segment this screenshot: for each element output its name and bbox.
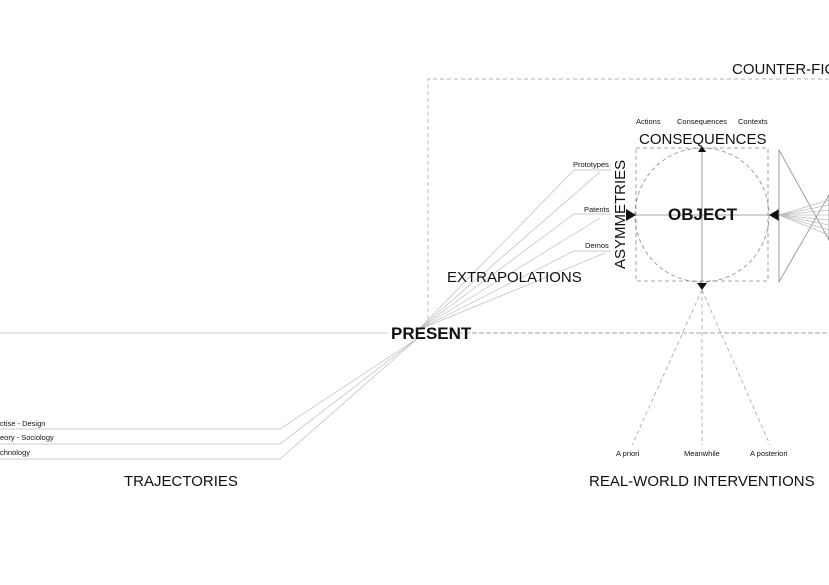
arrow-left-icon [769,209,779,221]
object-label: OBJECT [668,205,738,224]
extrapolations-label: EXTRAPOLATIONS [447,269,582,286]
intervention-item-a-posteriori: A posteriori [750,449,788,458]
consequence-item-contexts: Contexts [738,117,768,126]
consequence-item-consequences: Consequences [677,117,727,126]
asymmetry-item-patents: Patents [584,205,610,214]
counter-fiction-label: COUNTER-FIC [732,61,829,78]
arrow-up-icon [698,146,706,152]
trajectory-item-design: ctise - Design [0,419,45,428]
asymmetries-label: ASYMMETRIES [612,160,629,269]
counter-fiction-triangle [778,148,829,284]
consequence-item-actions: Actions [636,117,661,126]
extrapolation-lines [417,169,611,331]
trajectory-lines [0,337,419,460]
trajectory-item-sociology: eory - Sociology [0,433,54,442]
arrow-right-icon [626,209,636,221]
counter-fiction-rays [778,199,829,236]
consequences-label: CONSEQUENCES [639,131,767,148]
intervention-lines [631,289,771,446]
intervention-item-a-priori: A priori [616,449,640,458]
trajectories-label: TRAJECTORIES [124,473,238,490]
real-world-interventions-label: REAL-WORLD INTERVENTIONS [589,473,815,490]
asymmetry-item-demos: Demos [585,241,609,250]
asymmetry-item-prototypes: Prototypes [573,160,609,169]
intervention-item-meanwhile: Meanwhile [684,449,720,458]
present-label: PRESENT [391,324,472,343]
arrow-down-icon [697,283,707,290]
trajectory-item-technology: chnology [0,448,30,457]
